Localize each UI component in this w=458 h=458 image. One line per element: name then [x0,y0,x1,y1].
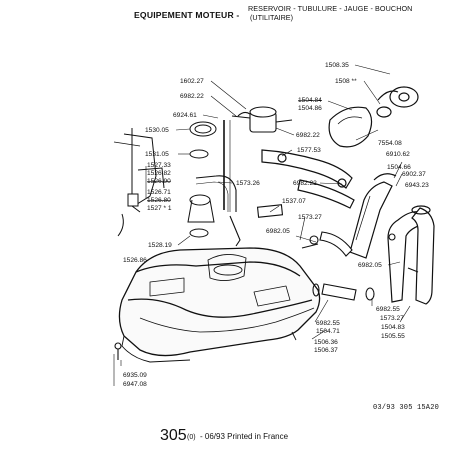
callout-label: 6910.62 [386,151,410,158]
page-number: 305 [160,427,187,444]
callout-label: 1602.27 [180,78,204,85]
callout-label: 6982.05 [266,228,290,235]
vent-valve-assembly [223,106,293,212]
callout-label: 1537.07 [282,198,306,205]
leader-lines [113,64,411,386]
header-subtitle: RESERVOIR - TUBULURE - JAUGE - BOUCHON [248,4,413,13]
callout-label: 1526.86 [123,257,147,264]
callout-label: 6982.22 [296,132,320,139]
page-code: (0) [187,434,196,441]
fuel-tank [118,247,321,363]
part-callouts: 1602.27 6982.22 6924.61 1530.05 1531.05 … [123,62,429,388]
callout-label: 1504.71 [316,328,340,335]
callout-label: 1526.82 [147,170,171,177]
callout-label: 1504.84 [298,97,322,104]
callout-label: 1504.83 [381,324,405,331]
callout-label: 6982.55 [316,320,340,327]
callout-label: 6982.22 [180,93,204,100]
callout-label: 1531.05 [145,151,169,158]
callout-label: 1527 * 1 [147,205,172,212]
callout-label: 6943.23 [405,182,429,189]
callout-label: 1508 ** [335,78,357,85]
callout-label: 1526.71 [147,189,171,196]
callout-label: 1526.90 [147,178,171,185]
callout-label: 7554.08 [378,140,402,147]
callout-label: 1504.66 [387,164,411,171]
callout-label: 1573.27 [298,214,322,221]
header-subtitle-variant: (UTILITAIRE) [250,13,293,22]
callout-label: 6902.37 [402,171,426,178]
callout-label: 1530.05 [145,127,169,134]
callout-label: 6924.61 [173,112,197,119]
filler-neck-assembly [261,86,435,305]
callout-label: 1506.37 [314,347,338,354]
pipe-and-clamps [114,175,419,360]
callout-label: 1573.27 [380,315,404,322]
callout-label: 1508.35 [325,62,349,69]
callout-label: 6947.08 [123,381,147,388]
fuel-gauge-sender [113,121,217,238]
drawing-reference: 03/93 305 15A20 [373,404,440,412]
callout-label: 6982.05 [358,262,382,269]
callout-label: 6982.55 [376,306,400,313]
callout-label: 1527.33 [147,162,171,169]
callout-label: 6982.22 [293,180,317,187]
callout-label: 1505.55 [381,333,405,340]
callout-label: 1573.26 [236,180,260,187]
print-note: - 06/93 Printed in France [200,432,289,441]
callout-label: 1526.80 [147,197,171,204]
callout-label: 6935.09 [123,372,147,379]
callout-label: 1506.36 [314,339,338,346]
callout-label: 1577.53 [297,147,321,154]
callout-label: 1528.19 [148,242,172,249]
header-title: EQUIPEMENT MOTEUR - [134,10,240,20]
callout-label: 1504.86 [298,105,322,112]
